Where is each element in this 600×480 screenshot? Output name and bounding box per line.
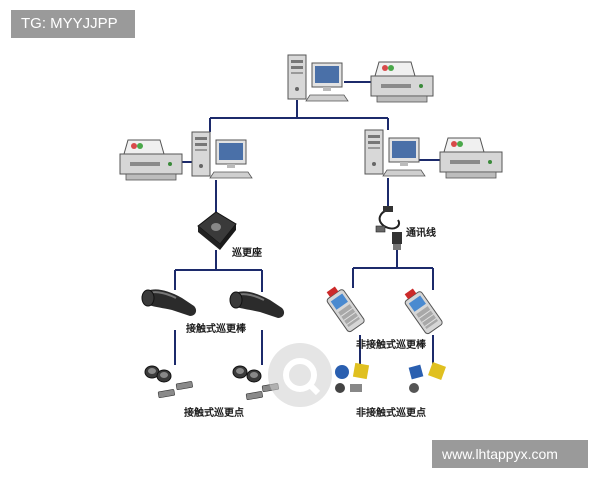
usb-cable-icon	[375, 206, 402, 250]
rfid-tag-icon	[335, 362, 370, 393]
rfid-tag-icon	[408, 362, 446, 393]
handheld-reader-icon	[400, 285, 444, 336]
contactless-wand-label: 非接触式巡更棒	[356, 340, 426, 351]
contact-wand-label: 接触式巡更棒	[186, 324, 246, 335]
contact-points-label: 接触式巡更点	[184, 408, 244, 419]
patrol-wand-icon	[228, 290, 286, 319]
watermark-logo	[268, 343, 332, 407]
patrol-wand-icon	[140, 288, 198, 317]
button-tag-icon	[144, 365, 194, 399]
patrol-base-label: 巡更座	[232, 248, 262, 259]
desktop-computer-icon	[364, 129, 426, 177]
watermark-top: TG: MYYJJPP	[11, 10, 135, 38]
desktop-computer-icon	[191, 131, 253, 179]
printer-icon	[119, 139, 183, 181]
patrol-base-icon	[197, 211, 237, 250]
watermark-bottom: www.lhtappyx.com	[432, 440, 588, 468]
printer-icon	[439, 137, 503, 179]
printer-icon	[370, 61, 434, 103]
handheld-reader-icon	[322, 283, 366, 334]
communication-cable-label: 通讯线	[406, 228, 436, 239]
contactless-points-label: 非接触式巡更点	[356, 408, 426, 419]
desktop-computer-icon	[287, 54, 349, 102]
